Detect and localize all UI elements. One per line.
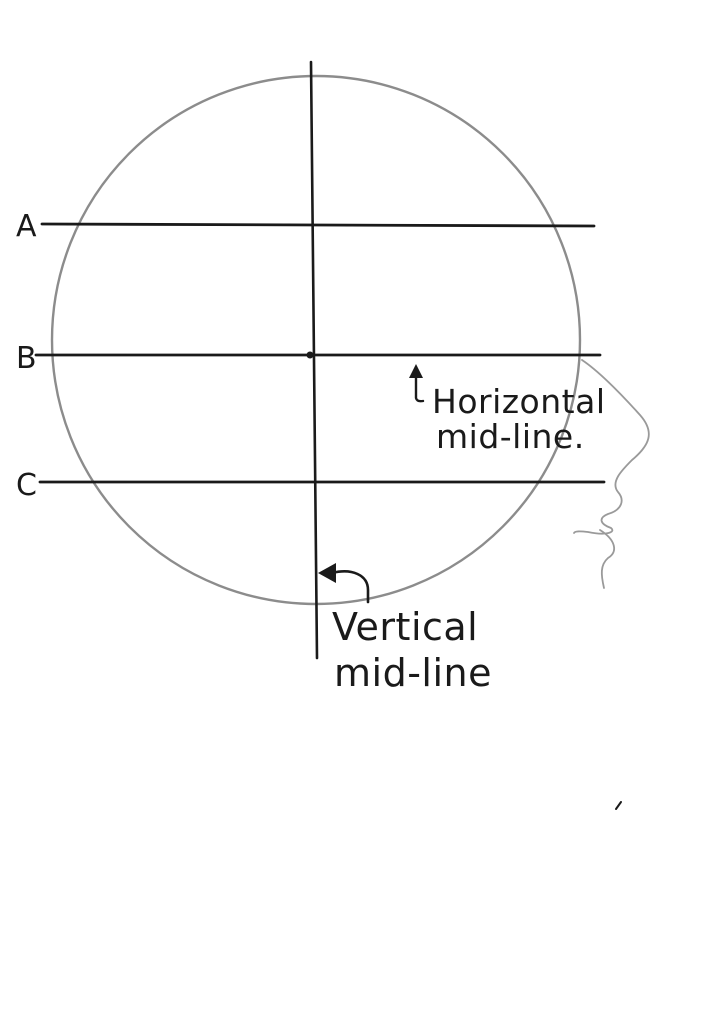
horizontal-midline-label-line1: Horizontal (432, 382, 606, 421)
stray-pencil-mark (615, 801, 622, 810)
vertical-midline-label-line1: Vertical (332, 605, 478, 649)
guide-label-c: C (16, 468, 37, 503)
guide-label-b: B (16, 341, 37, 376)
guide-line-a (40, 222, 596, 228)
guide-label-a: A (16, 209, 37, 244)
vertical-midline-arrow-icon (318, 563, 370, 604)
face-profile (573, 359, 650, 535)
vertical-midline (309, 60, 319, 660)
chin-neck-profile (599, 529, 615, 589)
horizontal-midline-arrow-icon (409, 364, 425, 403)
center-point (306, 351, 314, 359)
vertical-midline-label-line2: mid-line (334, 651, 492, 695)
horizontal-midline-label-line2: mid-line. (436, 417, 585, 456)
